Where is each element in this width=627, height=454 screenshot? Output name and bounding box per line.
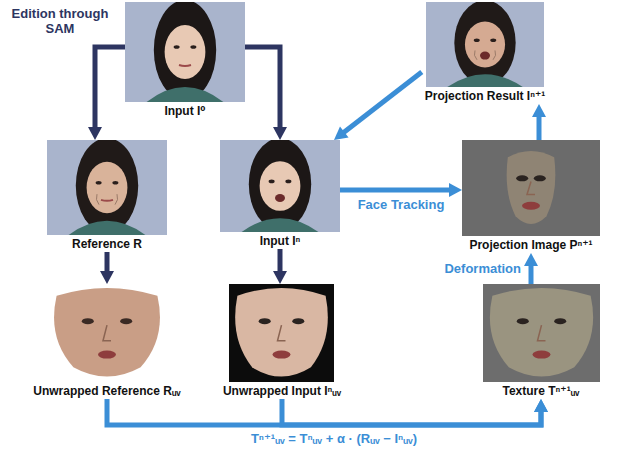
- face-image: [229, 284, 334, 382]
- image-panel: Input I⁰: [125, 2, 245, 119]
- connector-line: [529, 264, 534, 284]
- face-image: [125, 2, 245, 102]
- image-caption: Projection Result Iⁿ⁺¹: [425, 89, 545, 104]
- arrow-head: [273, 127, 287, 140]
- face-image: [47, 140, 167, 235]
- arrow-head: [100, 271, 114, 284]
- image-panel: Input Iⁿ: [220, 140, 340, 249]
- edge-label: Edition through SAM: [8, 6, 112, 36]
- arrow-head: [534, 399, 548, 412]
- connector-arrow: [88, 47, 125, 140]
- connector-line: [107, 399, 541, 425]
- image-caption: Unwrapped Input Iⁿᵤᵥ: [223, 384, 341, 399]
- connector-line: [537, 115, 542, 140]
- image-panel: Unwrapped Input Iⁿᵤᵥ: [220, 284, 344, 399]
- connector-arrow: [532, 104, 546, 140]
- connector-line: [245, 47, 280, 129]
- connector-line: [278, 249, 283, 273]
- image-caption: Reference R: [72, 237, 142, 252]
- connector-line: [340, 188, 451, 193]
- connector-arrow: [107, 399, 548, 425]
- arrow-head: [532, 104, 546, 117]
- image-panel: Reference R: [47, 140, 167, 252]
- image-caption: Input Iⁿ: [260, 234, 301, 249]
- image-panel: Projection Result Iⁿ⁺¹: [422, 2, 548, 104]
- arrow-head: [273, 271, 287, 284]
- image-caption: Projection Image Pⁿ⁺¹: [469, 238, 592, 253]
- connector-line: [343, 72, 422, 133]
- arrow-head: [449, 183, 462, 197]
- image-caption: Unwrapped Reference Rᵤᵥ: [33, 384, 181, 399]
- arrow-head: [524, 253, 538, 266]
- face-image: [426, 2, 544, 87]
- image-panel: Unwrapped Reference Rᵤᵥ: [30, 284, 184, 399]
- connector-arrow: [524, 253, 538, 284]
- edge-label: Tⁿ⁺¹ᵤᵥ = Tⁿᵤᵥ + α · (Rᵤᵥ − Iⁿᵤᵥ): [249, 431, 419, 446]
- connector-line: [105, 252, 110, 273]
- arrow-head: [88, 127, 102, 140]
- edge-label: Deformation: [442, 261, 523, 276]
- connector-arrow: [245, 47, 287, 140]
- connector-arrow: [273, 249, 287, 284]
- image-caption: Texture Tⁿ⁺¹ᵤᵥ: [503, 384, 580, 399]
- face-image: [220, 140, 340, 232]
- connector-arrow: [282, 399, 548, 425]
- image-panel: Texture Tⁿ⁺¹ᵤᵥ: [483, 284, 600, 399]
- connector-line: [95, 47, 125, 129]
- image-caption: Input I⁰: [164, 104, 205, 119]
- edge-label: Face Tracking: [356, 197, 447, 212]
- face-image: [483, 284, 600, 382]
- arrow-head: [334, 127, 349, 140]
- arrow-head: [534, 399, 548, 412]
- face-image: [462, 140, 600, 236]
- face-image: [47, 284, 167, 382]
- image-panel: Projection Image Pⁿ⁺¹: [462, 140, 600, 253]
- connector-arrow: [100, 252, 114, 284]
- connector-arrow: [334, 72, 422, 140]
- connector-line: [282, 399, 541, 425]
- connector-arrow: [340, 183, 462, 197]
